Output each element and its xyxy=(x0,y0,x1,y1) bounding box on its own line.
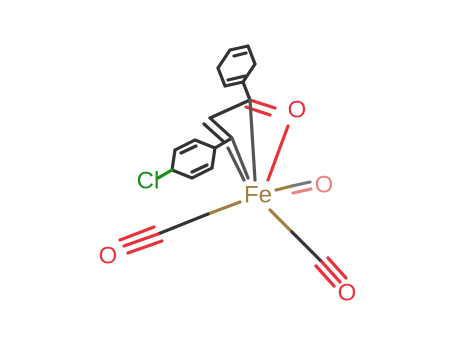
bond-co3-o xyxy=(320,260,342,284)
bonds xyxy=(118,44,348,288)
bond-fe-alkene-2 xyxy=(226,146,246,182)
bond-phenyl-ketone xyxy=(241,80,252,102)
bond-alkene-1 xyxy=(208,116,234,140)
atom-o-carbonyl-3: O xyxy=(338,279,357,306)
bond-fe-ketone-c xyxy=(248,98,257,182)
atom-fe: Fe xyxy=(244,181,272,208)
bond-co2-o xyxy=(122,232,160,248)
bond-ring-alkene xyxy=(213,136,234,150)
bond-ring-cl xyxy=(156,168,174,180)
phenyl-ring-top xyxy=(216,44,257,88)
bond-co2-o2 xyxy=(118,225,156,242)
bond-ketone-alkene xyxy=(208,98,252,120)
atom-labels: Fe Cl O O O O xyxy=(99,96,357,306)
bond-co2-c xyxy=(156,212,210,236)
bond-fe-alkene xyxy=(230,136,250,180)
atom-o-carbonyl-1: O xyxy=(315,171,334,198)
bond-co3-o3 xyxy=(326,256,348,280)
bond-ketone-o xyxy=(248,98,277,110)
atom-cl: Cl xyxy=(137,167,160,194)
bond-fe-o xyxy=(266,124,290,182)
bond-fe-co1 xyxy=(274,184,294,192)
bond-co2-o3 xyxy=(126,239,164,255)
atom-o-ketone: O xyxy=(288,96,307,123)
bond-alkene-double xyxy=(202,122,226,144)
bond-fe-co3 xyxy=(268,208,294,234)
bond-fe-co2 xyxy=(206,200,242,216)
bond-co1-b xyxy=(291,187,313,195)
chlorophenyl-ring xyxy=(170,138,217,180)
bond-co3-c xyxy=(290,230,324,264)
bond-co1 xyxy=(290,180,312,188)
atom-o-carbonyl-2: O xyxy=(99,242,118,269)
bond-co3-o2 xyxy=(314,264,336,288)
